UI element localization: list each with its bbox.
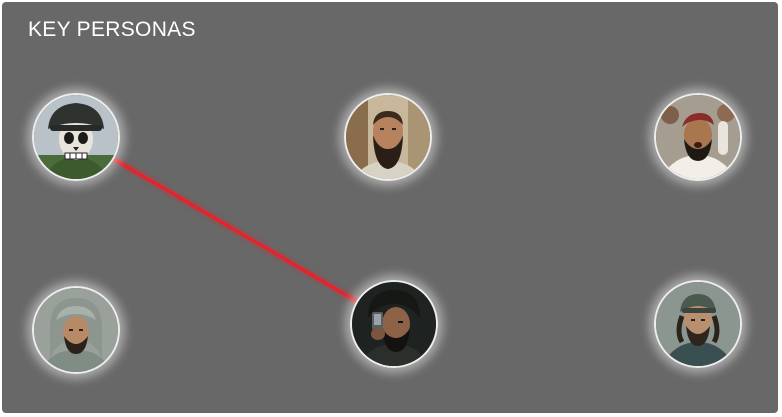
persona-node-skull-mask[interactable]	[32, 93, 120, 181]
cap-man-avatar-icon	[656, 282, 740, 366]
man-with-phone-avatar-icon	[352, 282, 436, 366]
persona-node-shouting[interactable]	[654, 93, 742, 181]
persona-node-cap[interactable]	[654, 280, 742, 368]
key-personas-panel: KEY PERSONAS	[2, 2, 778, 413]
persona-node-bearded-center[interactable]	[344, 93, 432, 181]
link-skull-to-phone[interactable]	[75, 135, 395, 325]
panel-title: KEY PERSONAS	[28, 18, 196, 41]
persona-node-phone[interactable]	[350, 280, 438, 368]
shouting-man-avatar-icon	[656, 95, 740, 179]
skull-mask-helmet-avatar-icon	[34, 95, 118, 179]
bearded-man-avatar-icon	[346, 95, 430, 179]
persona-node-turban[interactable]	[32, 286, 120, 374]
turban-man-avatar-icon	[34, 288, 118, 372]
